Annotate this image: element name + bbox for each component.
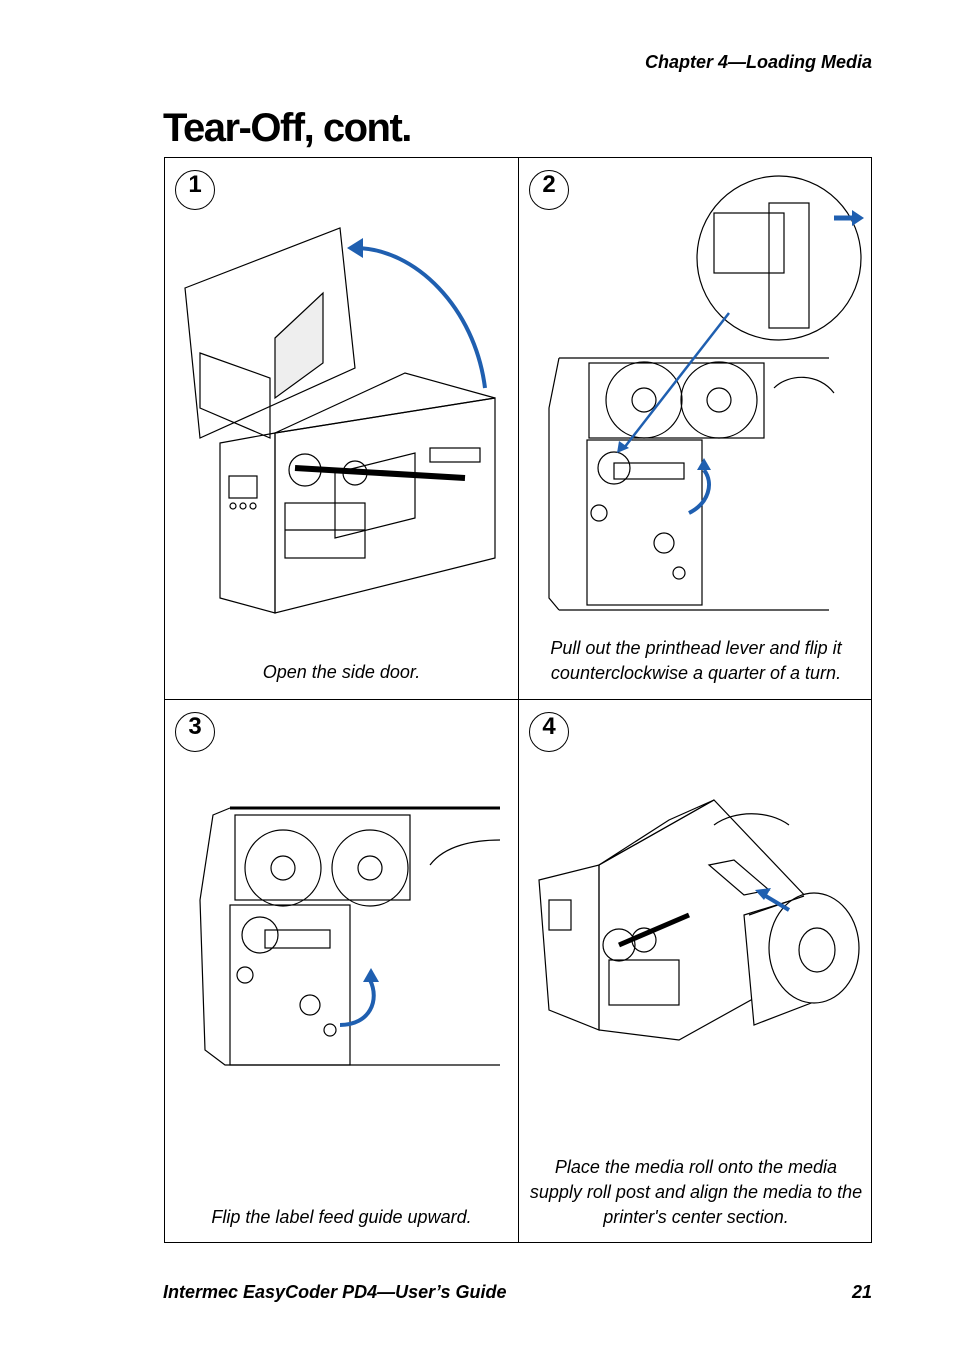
step-badge-4: 4 bbox=[529, 712, 569, 752]
footer-guide-title: Intermec EasyCoder PD4—User’s Guide bbox=[163, 1282, 507, 1302]
label-feed-guide-illustration bbox=[199, 806, 501, 1066]
page-title: Tear-Off, cont. bbox=[163, 106, 412, 150]
step-caption-2: Pull out the printhead lever and flip it… bbox=[550, 638, 842, 683]
steps-grid: 1 bbox=[164, 157, 872, 1243]
chapter-header: Chapter 4—Loading Media bbox=[644, 52, 872, 72]
step-caption-4: Place the media roll onto the media supp… bbox=[529, 1157, 863, 1227]
step-caption-3: Flip the label feed guide upward. bbox=[211, 1207, 472, 1227]
grid-divider-horizontal bbox=[165, 699, 871, 700]
step-panel-1: 1 bbox=[165, 158, 518, 699]
step-badge-2: 2 bbox=[529, 170, 569, 210]
step-panel-4: 4 Place the media roll bbox=[519, 700, 873, 1244]
printer-side-door-open-illustration bbox=[184, 227, 496, 614]
step-badge-3: 3 bbox=[175, 712, 215, 752]
printhead-lever-illustration bbox=[548, 175, 864, 611]
grid-divider-vertical bbox=[518, 158, 519, 1242]
step-panel-2: 2 bbox=[519, 158, 873, 699]
step-panel-3: 3 Flip the label feed guide upward. bbox=[165, 700, 518, 1244]
step-badge-1: 1 bbox=[175, 170, 215, 210]
page-number: 21 bbox=[851, 1282, 872, 1302]
step-caption-1: Open the side door. bbox=[262, 662, 421, 682]
media-roll-placement-illustration bbox=[538, 799, 860, 1041]
